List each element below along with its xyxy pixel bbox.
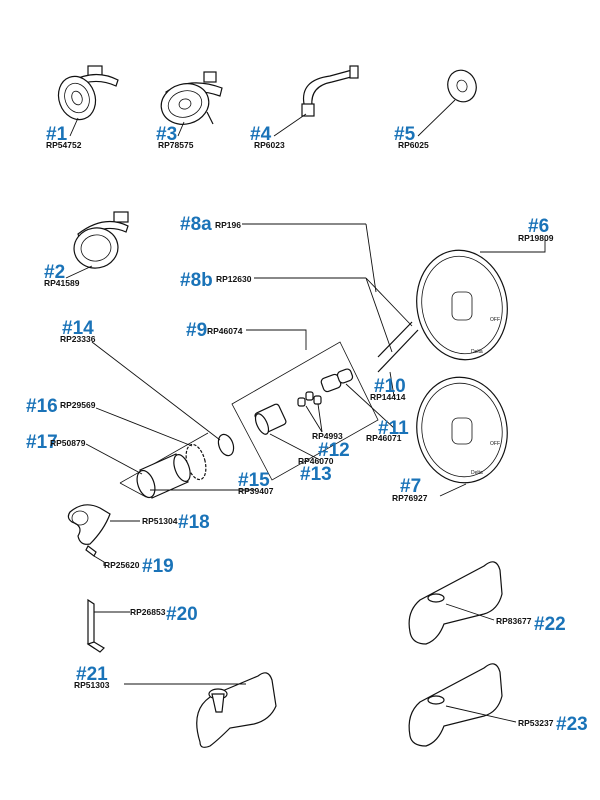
cartridge-icon bbox=[254, 403, 287, 435]
part-number-label: #2 bbox=[44, 262, 65, 283]
part-code-label: RP14414 bbox=[370, 392, 406, 402]
kit-bracket-icon bbox=[231, 341, 379, 481]
part-number-label: #1 bbox=[46, 124, 68, 145]
part-number-label: #23 bbox=[556, 714, 588, 735]
part-number-label: #8a bbox=[180, 214, 212, 235]
set-screw-icon bbox=[85, 545, 97, 557]
screw-icon bbox=[377, 321, 419, 373]
part-code-label: RP25620 bbox=[104, 560, 140, 570]
part-code-label: RP12630 bbox=[216, 274, 252, 284]
part-code-label: RP83677 bbox=[496, 616, 532, 626]
seat-spring-icon bbox=[297, 391, 322, 407]
tub-spout-icon bbox=[408, 561, 503, 645]
part-code-label: RP6025 bbox=[398, 140, 429, 150]
part-code-label: RP50879 bbox=[50, 438, 86, 448]
showerhead-icon bbox=[73, 211, 129, 269]
part-number-label: #7 bbox=[400, 476, 421, 497]
part-number-label: #15 bbox=[238, 470, 270, 491]
lever-handle-icon bbox=[67, 504, 111, 545]
part-code-label: RP29569 bbox=[60, 400, 96, 410]
plate-brand-mark: Delta bbox=[471, 349, 483, 355]
part-number-label: #20 bbox=[166, 604, 198, 625]
part-code-label: RP196 bbox=[215, 220, 241, 230]
stop-icon bbox=[320, 368, 354, 393]
part-code-label: RP54752 bbox=[46, 140, 82, 150]
o-ring-icon bbox=[217, 433, 235, 457]
part-number-label: #17 bbox=[26, 432, 58, 453]
plate-off-mark: OFF bbox=[490, 317, 500, 323]
part-code-label: RP19809 bbox=[518, 233, 554, 243]
part-number-label: #16 bbox=[26, 396, 58, 417]
flange-icon bbox=[447, 69, 477, 103]
part-number-label: #13 bbox=[300, 464, 332, 485]
trim-plate-icon: OFF Delta bbox=[416, 249, 508, 361]
part-number-label: #3 bbox=[156, 124, 177, 145]
part-code-label: RP51304 bbox=[142, 516, 178, 526]
tub-spout-icon bbox=[196, 672, 277, 748]
part-number-label: #4 bbox=[250, 124, 272, 145]
tub-spout-icon bbox=[408, 663, 503, 747]
part-code-label: RP4993 bbox=[312, 431, 343, 441]
shower-arm-icon bbox=[301, 65, 359, 117]
part-code-label: RP51303 bbox=[74, 680, 110, 690]
part-number-label: #8b bbox=[180, 270, 213, 291]
trim-plate-icon: OFF Delta bbox=[416, 376, 508, 484]
part-code-label: RP46074 bbox=[207, 326, 243, 336]
part-number-label: #10 bbox=[374, 376, 406, 397]
sleeve-icon bbox=[136, 453, 191, 499]
leader-lines bbox=[65, 99, 546, 723]
part-number-label: #5 bbox=[394, 124, 416, 145]
part-number-label: #11 bbox=[378, 418, 409, 439]
part-number-label: #14 bbox=[62, 318, 94, 339]
part-number-label: #9 bbox=[186, 320, 207, 341]
multi-function-showerhead-icon bbox=[160, 71, 223, 125]
plate-off-mark: OFF bbox=[490, 441, 500, 447]
part-number-label: #18 bbox=[178, 512, 210, 533]
part-number-label: #12 bbox=[318, 440, 350, 461]
part-number-label: #19 bbox=[142, 556, 174, 577]
part-number-label: #22 bbox=[534, 614, 566, 635]
kit-bracket-icon bbox=[119, 432, 209, 498]
part-code-label: RP46070 bbox=[298, 456, 334, 466]
part-code-label: RP6023 bbox=[254, 140, 285, 150]
part-code-label: RP78575 bbox=[158, 140, 194, 150]
part-number-label: #6 bbox=[528, 216, 549, 237]
part-number-label: #21 bbox=[76, 664, 108, 685]
part-code-label: RP46071 bbox=[366, 433, 402, 443]
part-code-label: RP76927 bbox=[392, 493, 428, 503]
hex-wrench-icon bbox=[86, 598, 105, 653]
plate-brand-mark: Delta bbox=[471, 470, 483, 476]
showerhead-icon bbox=[57, 65, 119, 121]
part-code-label: RP41589 bbox=[44, 278, 80, 288]
part-code-label: RP53237 bbox=[518, 718, 554, 728]
part-code-label: RP23336 bbox=[60, 334, 96, 344]
part-code-label: RP39407 bbox=[238, 486, 274, 496]
part-code-label: RP26853 bbox=[130, 607, 166, 617]
